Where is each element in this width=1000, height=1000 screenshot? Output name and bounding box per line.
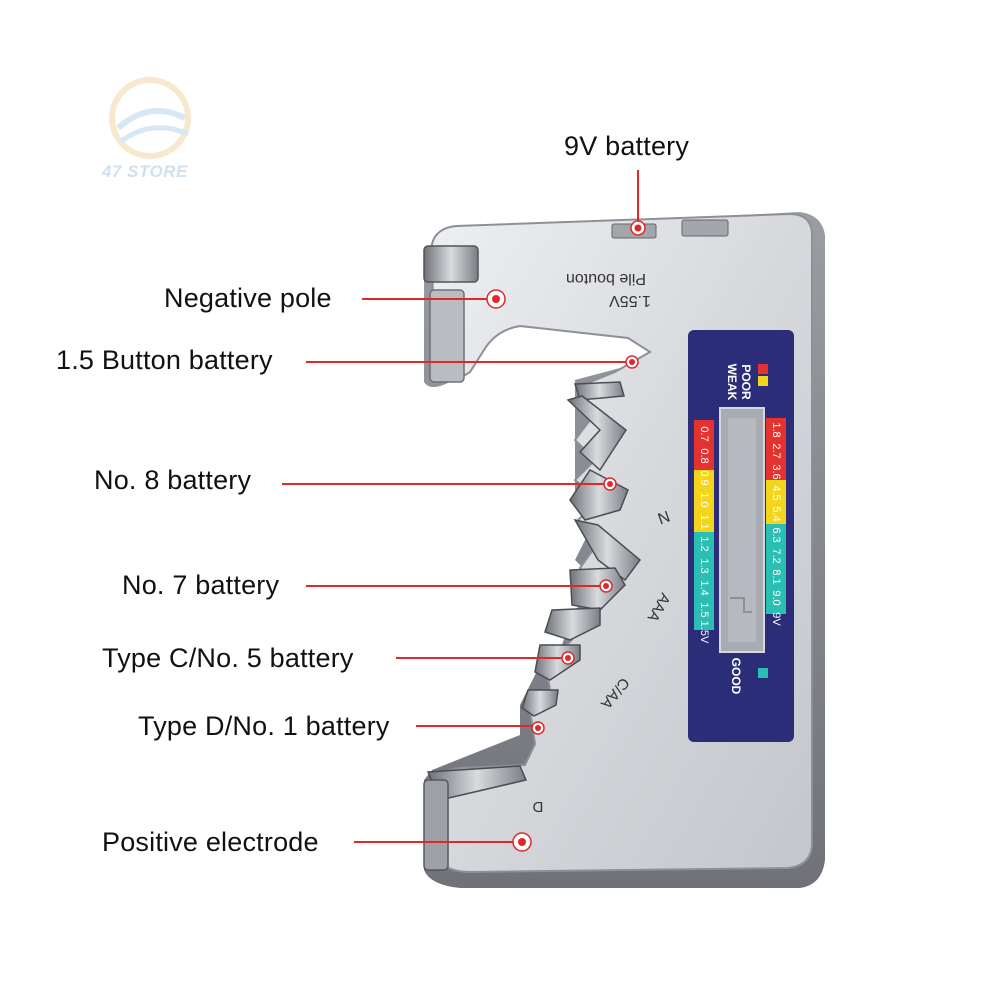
v155-label: 1.55V: [609, 292, 651, 309]
callout-typec-battery: Type C/No. 5 battery: [102, 643, 354, 673]
callout-9v-battery: 9V battery: [564, 131, 690, 161]
right-scale-value-4: 5.4: [770, 506, 782, 521]
dot-negative: [486, 289, 506, 309]
callout-negative-pole: Negative pole: [164, 283, 332, 313]
left-clip-tab: [429, 289, 465, 383]
callout-no7-battery: No. 7 battery: [122, 570, 280, 600]
right-scale-value-1: 2.7: [770, 443, 782, 458]
top-clip: [423, 245, 479, 283]
right-scale-value-8: 9.0: [770, 590, 782, 605]
right-scale-value-9: 9V: [770, 612, 782, 626]
callout-positive-electrode: Positive electrode: [102, 827, 319, 857]
poor-indicator: [758, 364, 768, 374]
right-scale-value-0: 1.8: [770, 422, 782, 437]
poor-label: POOR: [739, 364, 753, 400]
lcd-inner: [728, 418, 756, 642]
right-scale-value-7: 8.1: [770, 569, 782, 584]
right-scale-value-6: 7.2: [770, 548, 782, 563]
pile-bouton-label: Pile bouton: [566, 270, 646, 287]
good-label: GOOD: [729, 658, 743, 695]
dot-typed: [531, 721, 545, 735]
right-scale-value-5: 6.3: [770, 527, 782, 542]
n-label: N: [655, 507, 672, 527]
callout-no8-battery: No. 8 battery: [94, 465, 252, 495]
callout-lines: [282, 170, 639, 843]
store-watermark-text: 47 STORE: [102, 162, 188, 181]
right-scale-value-2: 3.6: [770, 464, 782, 479]
weak-indicator: [758, 376, 768, 386]
callout-button-battery: 1.5 Button battery: [56, 345, 273, 375]
left-scale-colors: [694, 420, 714, 630]
left-scale-value-9: 1.5V: [698, 621, 710, 644]
callout-dots: [486, 220, 646, 852]
store-logo: [109, 77, 191, 159]
left-scale: 0.7 0.8 0.9 1.0 1.1 1.2 1.3 1.4 1.5 1.5V: [698, 426, 710, 644]
left-scale-value-8: 1.5: [698, 602, 710, 617]
left-scale-value-7: 1.4: [698, 580, 710, 595]
dot-no8: [603, 477, 617, 491]
nine-volt-terminal-right: [681, 219, 729, 237]
left-scale-value-5: 1.2: [698, 536, 710, 551]
right-scale: 1.8 2.7 3.6 4.5 5.4 6.3 7.2 8.1 9.0 9V: [770, 422, 782, 626]
left-scale-value-3: 1.0: [698, 492, 710, 507]
dot-typec: [561, 651, 575, 665]
bottom-clip: [423, 779, 449, 871]
dot-9v: [630, 220, 646, 236]
callout-typed-battery: Type D/No. 1 battery: [138, 711, 390, 741]
dot-button: [625, 355, 639, 369]
left-scale-value-6: 1.3: [698, 558, 710, 573]
left-scale-value-4: 1.1: [698, 514, 710, 529]
left-scale-value-2: 0.9: [698, 470, 710, 485]
left-scale-value-0: 0.7: [698, 426, 710, 441]
weak-label: WEAK: [725, 364, 739, 401]
right-scale-value-3: 4.5: [770, 485, 782, 500]
d-label: D: [532, 798, 543, 815]
dot-positive: [512, 832, 532, 852]
left-scale-value-1: 0.8: [698, 448, 710, 463]
good-indicator: [758, 668, 768, 678]
dot-no7: [599, 579, 613, 593]
lcd-segment: [730, 597, 752, 613]
right-scale-colors: [766, 418, 786, 614]
battery-slots: [426, 381, 642, 801]
